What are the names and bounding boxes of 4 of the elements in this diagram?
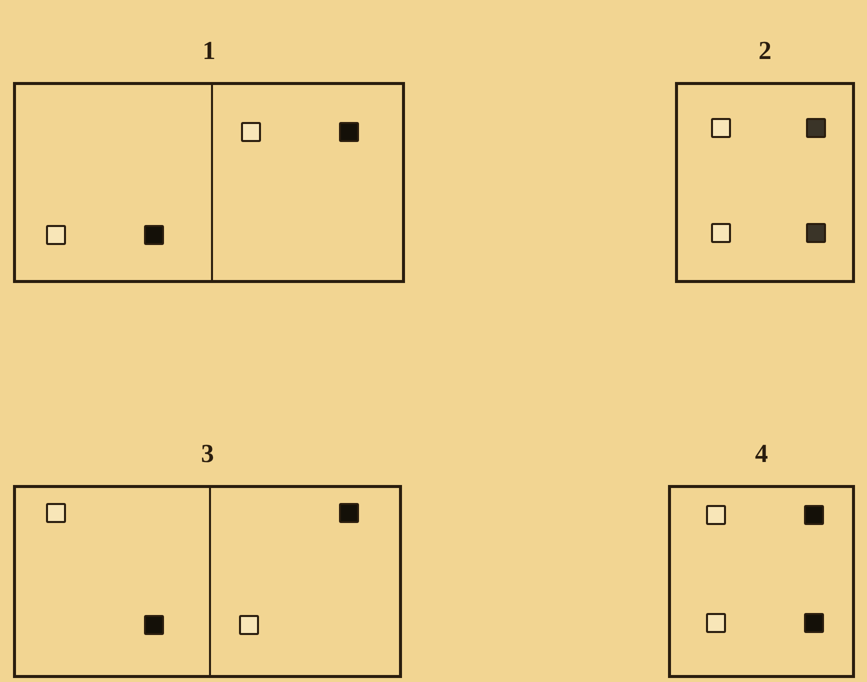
figure-number: 1 [202, 38, 216, 64]
figure-number: 2 [758, 38, 772, 64]
figure-number: 4 [755, 441, 768, 467]
figure-number: 3 [201, 441, 214, 467]
